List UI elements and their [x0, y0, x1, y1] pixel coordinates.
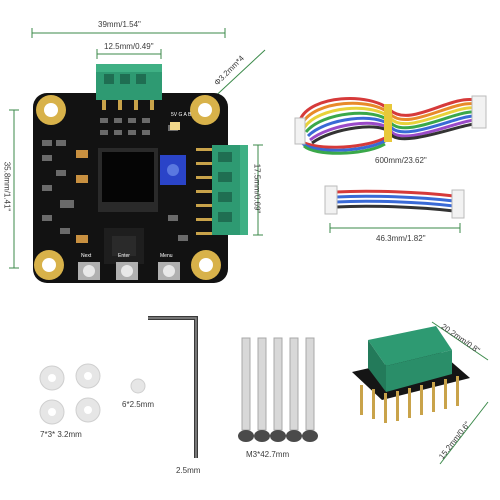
washer — [75, 363, 101, 389]
connector-width-label: 12.5mm/0.49" — [104, 42, 154, 51]
button-enter — [116, 262, 138, 280]
mounting-hole-bottom-right — [191, 250, 221, 280]
right-terminal-connector — [196, 145, 248, 235]
main-ic-chip — [104, 228, 144, 264]
mounting-hole-top-right — [190, 95, 220, 125]
adapter-depth-dimension — [439, 401, 489, 465]
short-cable-dimension — [329, 223, 461, 233]
board-height-label: 35.8mm/1.41" — [2, 161, 12, 212]
screw — [286, 337, 302, 442]
silkscreen-enter: Enter — [118, 253, 130, 259]
button-next — [78, 262, 100, 280]
silkscreen-next: Next — [81, 253, 92, 259]
blue-potentiometer — [160, 155, 186, 185]
led-indicator — [170, 122, 180, 130]
screw — [302, 337, 318, 442]
hex-key — [148, 316, 198, 458]
board-width-dimension — [31, 28, 226, 38]
mounting-hole-bottom-left — [34, 250, 64, 280]
screw — [254, 337, 270, 442]
washers — [39, 363, 101, 425]
capacitors — [76, 150, 88, 243]
board-height-dimension — [9, 109, 19, 269]
short-cable-connector-left — [324, 185, 338, 215]
top-terminal-connector — [96, 64, 162, 110]
screws — [238, 337, 318, 442]
spacer-size-label: 6*2.5mm — [122, 400, 155, 409]
silkscreen-menu: Menu — [160, 253, 173, 259]
connector-width-dimension — [96, 49, 162, 59]
board-width-label: 39mm/1.54" — [98, 20, 141, 29]
washer — [39, 365, 65, 391]
short-cable-connector-right — [451, 189, 465, 219]
oled-display — [98, 148, 158, 212]
control-board — [33, 64, 248, 283]
long-cable-length-label: 600mm/23.62" — [375, 156, 427, 165]
adapter-board — [352, 326, 470, 423]
silkscreen-top-text: 5V G A B — [171, 112, 192, 118]
mounting-hole-top-left — [36, 95, 66, 125]
button-menu — [158, 262, 180, 280]
washer-size-label: 7*3* 3.2mm — [40, 430, 82, 439]
long-cable-connector-left — [294, 117, 306, 145]
right-connector-height-label: 17.5mm/0.69" — [252, 163, 262, 214]
adapter-width-dimension — [431, 321, 489, 361]
smd-components — [42, 118, 188, 241]
screw — [238, 337, 254, 442]
right-connector-height-dimension — [253, 144, 263, 236]
long-cable-connector-right — [471, 95, 487, 129]
hex-key-size-label: 2.5mm — [176, 466, 201, 475]
cable-tie — [384, 104, 392, 142]
short-cable-length-label: 46.3mm/1.82" — [376, 234, 426, 243]
spacer — [130, 378, 146, 394]
short-cable — [335, 189, 455, 213]
screw-size-label: M3*42.7mm — [246, 450, 290, 459]
washer — [39, 399, 65, 425]
screw — [270, 337, 286, 442]
washer — [75, 397, 101, 423]
